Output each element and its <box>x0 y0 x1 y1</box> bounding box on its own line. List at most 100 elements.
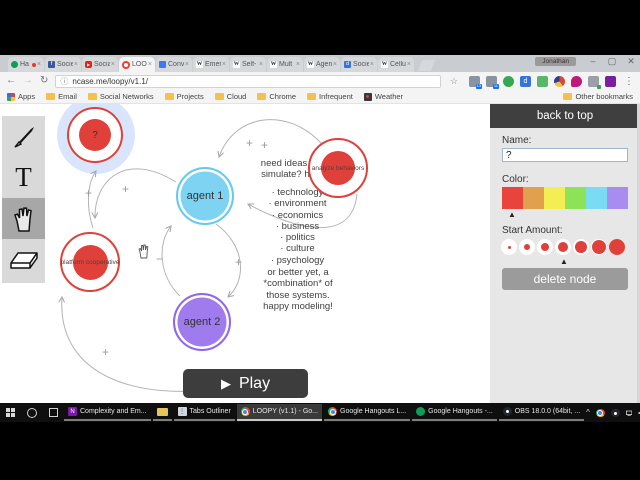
bookmark-folder-cloud[interactable]: Cloud <box>214 92 246 101</box>
cortana-button[interactable] <box>27 407 37 418</box>
taskbar-item-tabs-outliner[interactable]: ⋮ Tabs Outliner <box>173 404 235 421</box>
chrome-menu-icon[interactable]: ⋮ <box>624 75 634 87</box>
amount-option[interactable] <box>609 239 625 255</box>
maximize-icon[interactable]: ▢ <box>607 56 617 66</box>
amount-option[interactable] <box>519 239 535 255</box>
tab-youtube[interactable]: ▶ Socia × <box>82 57 118 72</box>
name-input[interactable] <box>502 148 628 162</box>
amount-option[interactable] <box>537 239 553 255</box>
tab-conv[interactable]: Conv × <box>156 57 192 72</box>
edge-sign[interactable]: + <box>246 136 254 150</box>
tab-delicious[interactable]: d Socie × <box>341 57 377 72</box>
bookmark-folder-infrequent[interactable]: Infrequent <box>307 92 353 101</box>
swatch-orange[interactable] <box>523 187 544 209</box>
edge-sign[interactable]: + <box>85 186 93 200</box>
tab-wikipedia-cellu[interactable]: W Cellu × <box>378 57 414 72</box>
tab-close-icon[interactable]: × <box>147 61 152 68</box>
node-platform-cooperative[interactable]: platform cooperative <box>60 232 120 292</box>
tab-close-icon[interactable]: × <box>221 61 226 68</box>
tab-close-icon[interactable]: × <box>258 61 263 68</box>
reload-icon[interactable]: ↻ <box>40 75 49 86</box>
edge-sign[interactable]: − <box>156 252 164 266</box>
play-button[interactable]: ▶ Play <box>183 369 308 398</box>
swatch-green[interactable] <box>565 187 586 209</box>
chrome-tray-icon[interactable] <box>595 408 605 417</box>
tab-wikipedia-self[interactable]: W Self- × <box>230 57 266 72</box>
node-agent-1[interactable]: agent 1 <box>176 167 234 225</box>
edge-sign[interactable]: + <box>235 255 243 269</box>
bookmark-folder-social-networks[interactable]: Social Networks <box>87 92 154 101</box>
profile-badge[interactable]: Jonathan <box>535 57 576 66</box>
close-icon[interactable]: ✕ <box>627 56 635 66</box>
tab-close-icon[interactable]: × <box>406 61 411 68</box>
taskbar-item-hangouts[interactable]: Google Hangouts -... <box>412 404 497 421</box>
new-tab-button[interactable] <box>417 60 436 71</box>
tab-wikipedia-mult[interactable]: W Mult × <box>267 57 303 72</box>
page-scrollbar[interactable] <box>637 104 640 403</box>
amount-option[interactable] <box>501 239 517 255</box>
extension-icon[interactable] <box>503 75 514 87</box>
tab-close-icon[interactable]: × <box>73 61 78 68</box>
back-to-top-button[interactable]: back to top <box>490 104 640 128</box>
taskbar-item-onenote[interactable]: N Complexity and Em... <box>64 404 151 421</box>
tab-hangouts[interactable]: Ha × <box>8 57 44 72</box>
node-analyze-behaviors[interactable]: analyze behaviors <box>308 138 368 198</box>
tab-close-icon[interactable]: × <box>369 61 374 68</box>
task-view-button[interactable] <box>49 408 58 417</box>
extension-icon[interactable]: 13 <box>469 75 482 89</box>
swatch-red[interactable] <box>502 187 523 209</box>
bookmark-folder-chrome[interactable]: Chrome <box>257 92 296 101</box>
amount-option[interactable] <box>555 239 571 255</box>
tab-close-icon[interactable]: × <box>36 61 41 68</box>
bookmark-apps[interactable]: Apps <box>7 92 35 101</box>
swatch-purple[interactable] <box>607 187 628 209</box>
tool-pencil[interactable] <box>2 116 45 157</box>
tool-text[interactable]: T <box>2 157 45 198</box>
extension-icon[interactable] <box>605 75 616 87</box>
swatch-yellow[interactable] <box>544 187 565 209</box>
edge-sign[interactable]: + <box>261 138 269 152</box>
start-button[interactable] <box>6 408 15 417</box>
taskbar-item-hangouts-l[interactable]: Google Hangouts L... <box>324 404 411 421</box>
forward-icon[interactable]: → <box>23 75 33 86</box>
edge-sign[interactable]: + <box>122 182 130 196</box>
back-icon[interactable]: ← <box>6 75 16 86</box>
extension-icon[interactable] <box>537 75 548 87</box>
extension-icon[interactable] <box>554 75 565 87</box>
other-bookmarks[interactable]: Other bookmarks <box>563 92 633 101</box>
tab-loopy-active[interactable]: LOOP × <box>119 57 155 72</box>
extension-icon[interactable] <box>571 75 582 87</box>
tab-close-icon[interactable]: × <box>184 61 189 68</box>
extension-icon[interactable]: 11 <box>486 75 499 89</box>
swatch-blue[interactable] <box>586 187 607 209</box>
tab-close-icon[interactable]: × <box>295 61 300 68</box>
amount-option[interactable] <box>573 239 589 255</box>
node-agent-2[interactable]: agent 2 <box>173 293 231 351</box>
amount-option[interactable] <box>591 239 607 255</box>
taskbar-item-explorer[interactable] <box>152 404 172 421</box>
tab-close-icon[interactable]: × <box>332 61 337 68</box>
display-icon[interactable] <box>625 409 633 417</box>
tool-eraser[interactable] <box>2 239 45 280</box>
extension-icon[interactable] <box>588 75 601 89</box>
tab-facebook[interactable]: f Socie × <box>45 57 81 72</box>
minimize-icon[interactable]: – <box>590 56 596 66</box>
extension-icon[interactable]: d <box>520 75 531 87</box>
tab-wikipedia-agen[interactable]: W Agen × <box>304 57 340 72</box>
tab-close-icon[interactable]: × <box>110 61 115 68</box>
bookmark-star-icon[interactable]: ☆ <box>449 75 458 86</box>
tray-expand-icon[interactable]: ^ <box>586 408 590 417</box>
delete-node-button[interactable]: delete node <box>502 268 628 290</box>
bookmark-folder-email[interactable]: Email <box>46 92 77 101</box>
taskbar-item-obs[interactable]: OBS 18.0.0 (64bit, ... <box>498 404 585 421</box>
edge-sign[interactable]: + <box>102 345 110 359</box>
page-info-icon[interactable]: ⓘ <box>60 76 69 86</box>
node-question[interactable]: ? <box>67 107 123 163</box>
bookmark-weather[interactable]: Weather <box>363 92 403 101</box>
bookmark-folder-projects[interactable]: Projects <box>164 92 204 101</box>
omnibox[interactable]: ⓘ ncase.me/loopy/v1.1/ <box>55 74 441 88</box>
tab-wikipedia-emer[interactable]: W Emer × <box>193 57 229 72</box>
taskbar-item-loopy[interactable]: LOOPY (v1.1) - Go... <box>236 404 323 421</box>
tool-drag-selected[interactable] <box>2 198 45 239</box>
obs-tray-icon[interactable] <box>610 408 620 417</box>
